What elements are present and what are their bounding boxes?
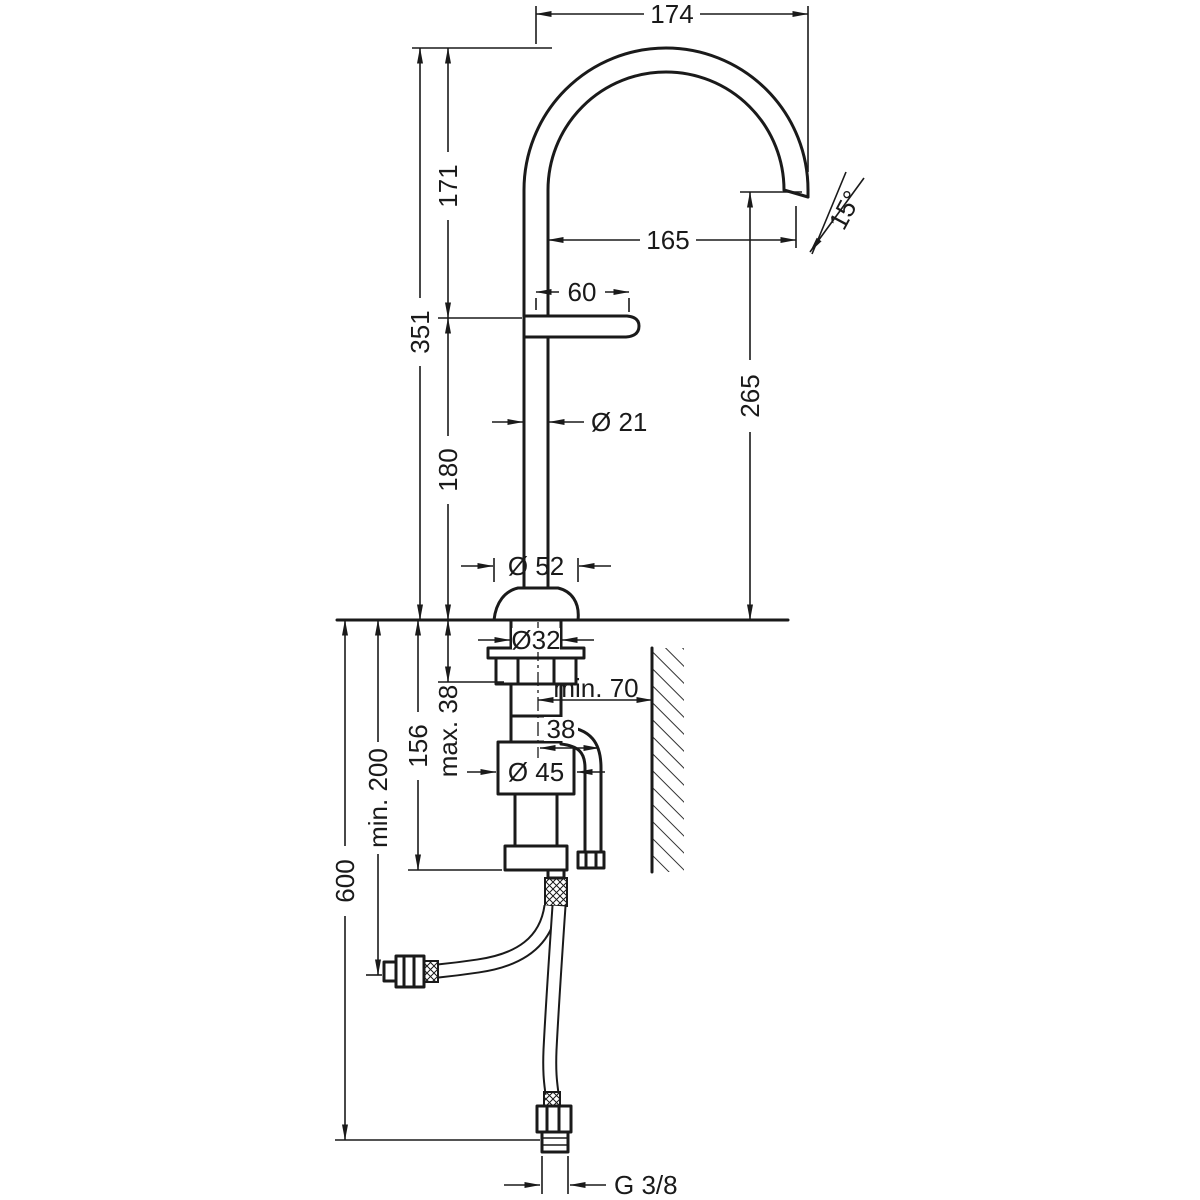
dimension-g38: G 3/8 [504, 1156, 678, 1200]
dim-label-dia-52: Ø 52 [508, 551, 564, 581]
dimension-max-38: max. 38 [433, 619, 504, 778]
dim-label-dia-45: Ø 45 [508, 757, 564, 787]
dimension-38: 38 [539, 714, 600, 751]
spout-cut-face [782, 188, 810, 199]
hose-bottom [544, 905, 565, 1095]
supply-hoses [382, 868, 573, 1154]
hose-left [437, 905, 557, 977]
dimension-171: 171 [412, 47, 552, 319]
dimension-600: 600 [330, 619, 540, 1141]
base-dome [492, 586, 580, 622]
label-backplate [644, 2, 700, 26]
braided-hose-top [544, 877, 568, 907]
dim-label-351: 351 [405, 310, 435, 353]
valve-body-lower [513, 792, 559, 848]
dimension-265: 265 [735, 191, 802, 621]
dim-label-max-38: max. 38 [433, 685, 463, 778]
dim-label-38: 38 [547, 714, 576, 744]
dimension-156: 156 [403, 619, 502, 871]
hose-fitting-bottom [535, 1091, 573, 1154]
valve-body-base [503, 844, 569, 872]
label-backplate [434, 152, 462, 220]
dim-label-g38: G 3/8 [614, 1170, 678, 1200]
dim-label-angle: 15° [823, 186, 868, 235]
faucet-spout-outline [522, 46, 810, 622]
wall-section [650, 646, 684, 874]
mounting-assembly [486, 618, 606, 872]
label-backplate [364, 742, 392, 854]
dimension-dia-21: Ø 21 [492, 407, 647, 437]
dim-label-180: 180 [433, 448, 463, 491]
label-backplate [404, 712, 432, 780]
label-backplate [505, 760, 567, 784]
dim-label-min-200: min. 200 [363, 748, 393, 848]
label-backplate [559, 280, 605, 304]
dimension-min-70: min. 70 [537, 673, 653, 703]
label-backplate [331, 846, 359, 916]
label-backplate [640, 228, 696, 252]
dimension-60: 60 [535, 277, 630, 312]
label-backplate [512, 628, 560, 652]
dimension-180: 180 [433, 317, 463, 621]
label-backplate [544, 717, 578, 741]
elbow-fitting-nut [576, 850, 606, 870]
dimension-351: 351 [405, 47, 435, 621]
dim-label-dia-21: Ø 21 [591, 407, 647, 437]
dim-label-dia-32: Ø32 [511, 625, 560, 655]
dim-label-171: 171 [433, 164, 463, 207]
dimension-165: 165 [547, 206, 797, 255]
label-backplate [736, 360, 764, 432]
dimension-dia-45: Ø 45 [467, 757, 605, 787]
dimension-angle-15: 15° [809, 171, 868, 255]
dim-label-165: 165 [646, 225, 689, 255]
dimension-dia-52: Ø 52 [461, 551, 611, 582]
wall-hatching [652, 648, 684, 872]
dimension-174: 174 [535, 0, 809, 172]
hose-fitting-left [382, 954, 439, 989]
label-backplate [434, 436, 462, 504]
dim-label-265: 265 [735, 374, 765, 417]
label-backplate [406, 298, 434, 366]
hose-connector-stub [546, 868, 566, 880]
dim-label-156: 156 [403, 724, 433, 767]
faucet-handle [522, 314, 641, 339]
dim-label-60: 60 [568, 277, 597, 307]
dim-label-174: 174 [650, 0, 693, 29]
dimension-min-200: min. 200 [363, 619, 393, 976]
dim-label-600: 600 [330, 859, 360, 902]
dimension-dia-32: Ø32 [478, 625, 594, 655]
dim-label-min-70: min. 70 [553, 673, 638, 703]
